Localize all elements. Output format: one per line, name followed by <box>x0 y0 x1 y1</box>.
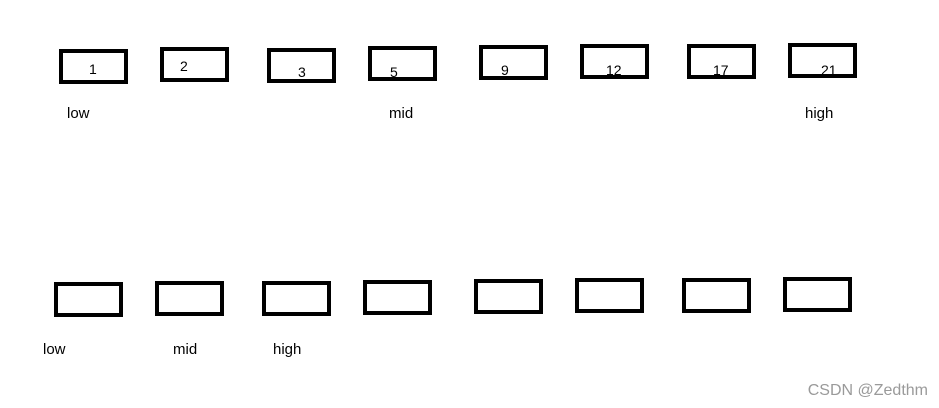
top-mid-pointer-label: mid <box>389 105 414 122</box>
top-array-cell-7: 21 <box>788 43 857 78</box>
bottom-low-pointer-label: low <box>43 341 66 358</box>
bottom-array-cell-6 <box>682 278 751 313</box>
bottom-array-cell-1 <box>155 281 224 316</box>
top-array-cell-3: 5 <box>368 46 437 81</box>
top-array-cell-4: 9 <box>479 45 548 80</box>
bottom-high-pointer-label: high <box>273 341 302 358</box>
bottom-array-cell-0 <box>54 282 123 317</box>
top-high-pointer-label: high <box>805 105 834 122</box>
top-array-value-7: 21 <box>821 62 837 78</box>
top-array-cell-6: 17 <box>687 44 756 79</box>
top-low-pointer-label: low <box>67 105 90 122</box>
bottom-array-cell-2 <box>262 281 331 316</box>
top-array-value-5: 12 <box>606 62 622 78</box>
top-array-value-0: 1 <box>89 61 97 77</box>
top-array-value-1: 2 <box>180 58 188 74</box>
top-array-cell-1: 2 <box>160 47 229 82</box>
top-array-cell-5: 12 <box>580 44 649 79</box>
bottom-array-cell-7 <box>783 277 852 312</box>
bottom-array-cell-5 <box>575 278 644 313</box>
top-array-value-3: 5 <box>390 64 398 80</box>
top-array-cell-0: 1 <box>59 49 128 84</box>
top-array-cell-2: 3 <box>267 48 336 83</box>
bottom-mid-pointer-label: mid <box>173 341 198 358</box>
top-array-value-6: 17 <box>713 62 729 78</box>
bottom-array-cell-3 <box>363 280 432 315</box>
top-array-value-4: 9 <box>501 62 509 78</box>
bottom-array-cell-4 <box>474 279 543 314</box>
top-array-value-2: 3 <box>298 64 306 80</box>
watermark-text: CSDN @Zedthm <box>807 382 928 399</box>
